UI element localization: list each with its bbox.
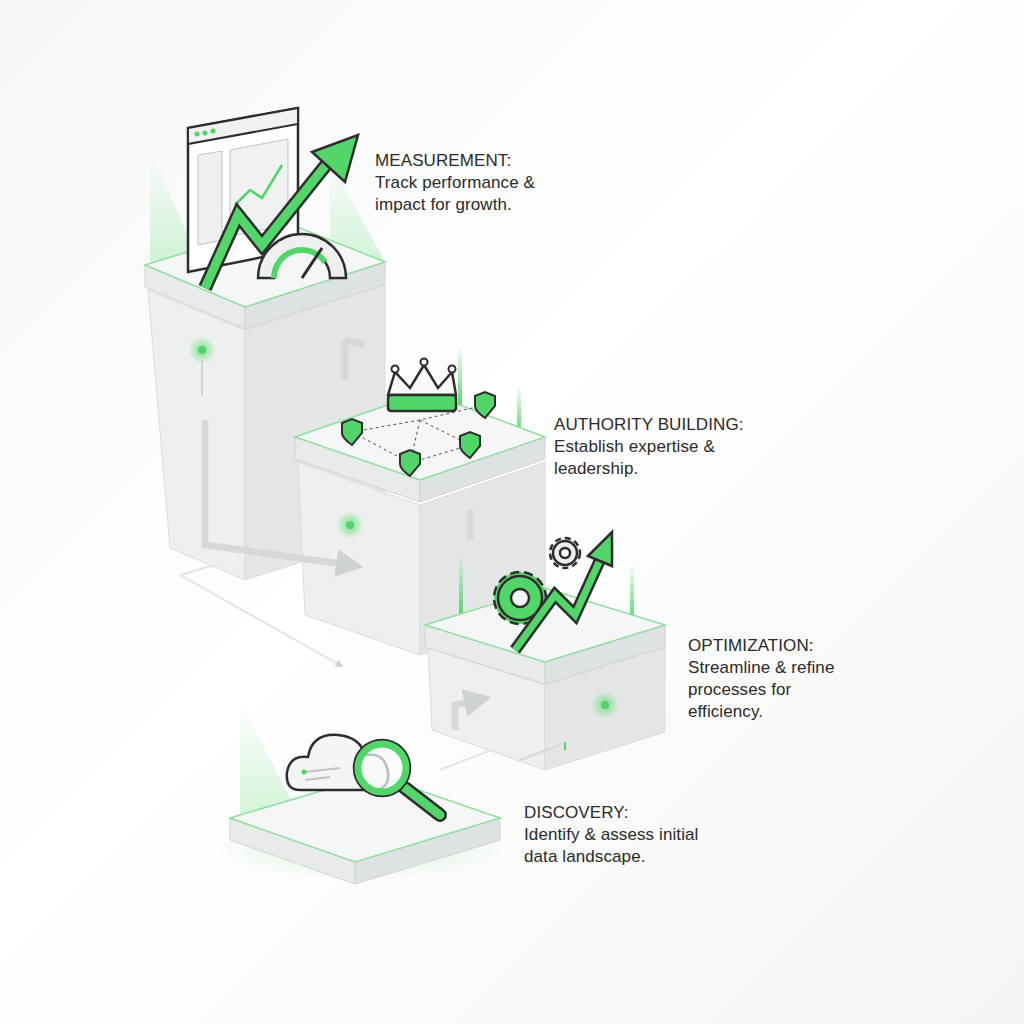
stage-description: Track performance & impact for growth.	[375, 172, 575, 216]
stage-description: Streamline & refine processes for effici…	[688, 657, 866, 723]
stage-description: Establish expertise & leadership.	[554, 436, 754, 480]
stage-heading: MEASUREMENT:	[375, 150, 511, 172]
gears-growth-icon	[494, 532, 612, 650]
cloud-search-icon	[287, 735, 440, 815]
stage-description: Identify & assess initial data landscape…	[524, 824, 734, 868]
optimization-block	[425, 510, 665, 770]
stage-heading: AUTHORITY BUILDING:	[554, 414, 744, 436]
crown-network-icon	[342, 359, 495, 477]
stage-heading: DISCOVERY:	[524, 802, 629, 824]
analytics-icon	[188, 108, 358, 288]
discovery-block	[215, 700, 565, 884]
stage-heading: OPTIMIZATION:	[688, 635, 814, 657]
